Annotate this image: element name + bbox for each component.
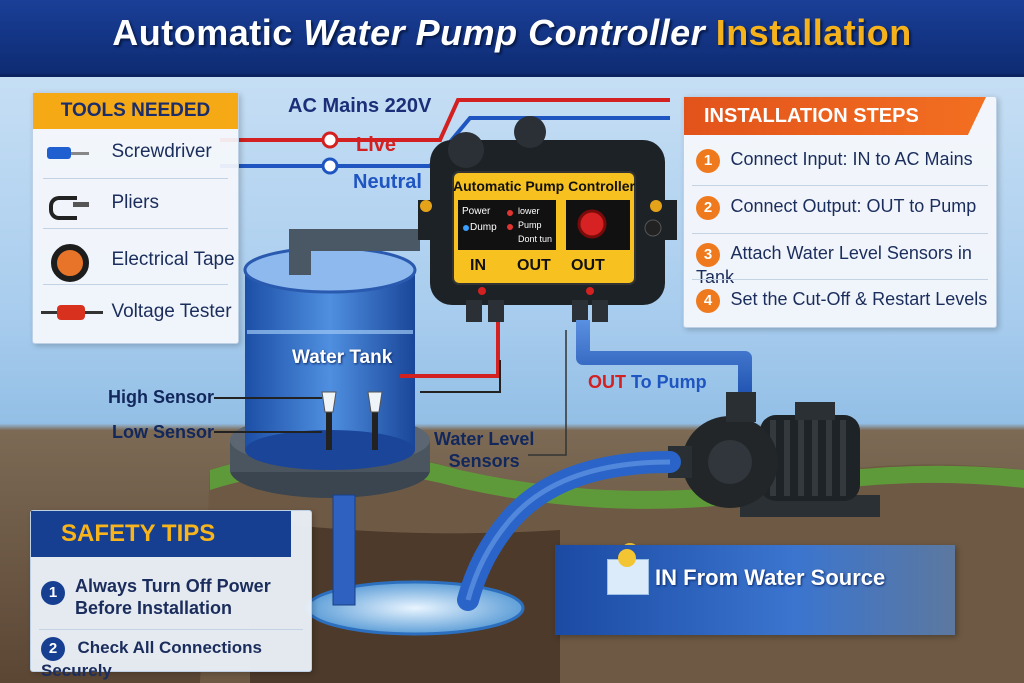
divider (43, 178, 228, 179)
tool-row-pliers: Pliers (47, 192, 159, 220)
safety-text-1-line2: Before Installation (75, 598, 233, 618)
safety-heading: SAFETY TIPS (31, 511, 291, 557)
sensors-label-line1: Water Level (434, 429, 535, 449)
step-text-1: Connect Input: IN to AC Mains (730, 149, 973, 169)
water-source-banner: IN From Water Source (555, 545, 955, 635)
step-text-2: Connect Output: OUT to Pump (730, 196, 977, 216)
in-word: IN (655, 565, 677, 590)
divider (692, 279, 988, 280)
page-title: Automatic Water Pump Controller Installa… (0, 12, 1024, 54)
tool-label-screwdriver: Screwdriver (111, 141, 212, 162)
tool-label-tape: Electrical Tape (111, 249, 235, 271)
water-drop-icon (618, 549, 636, 567)
neutral-label: Neutral (353, 171, 422, 193)
safety-text-2: Check All Connections Securely (41, 638, 262, 680)
step-number-4: 4 (696, 289, 720, 313)
divider (39, 629, 303, 630)
tank-inlet-pipe (289, 229, 420, 275)
title-banner: Automatic Water Pump Controller Installa… (0, 0, 1024, 77)
step-number-2: 2 (696, 196, 720, 220)
pliers-icon (47, 194, 89, 220)
step-row-3: 3 Attach Water Level Sensors in Tank (696, 243, 996, 288)
step-text-4: Set the Cut-Off & Restart Levels (730, 289, 988, 309)
title-part-controller: Water Pump Controller (303, 12, 706, 53)
water-source-icon (607, 559, 649, 595)
safety-text-1-line1: Always Turn Off Power (75, 576, 271, 596)
out-word: OUT (588, 372, 626, 392)
divider (43, 284, 228, 285)
live-label: Live (356, 134, 397, 156)
sensor-wire-black (420, 360, 501, 393)
low-sensor-label: Low Sensor (112, 422, 215, 442)
safety-panel: SAFETY TIPS 1 Always Turn Off Power Befo… (30, 510, 312, 680)
port-out-label-1: OUT (517, 257, 551, 274)
tool-row-tester: Voltage Tester (41, 301, 232, 323)
tool-row-screwdriver: Screwdriver (47, 141, 212, 163)
safety-number-2: 2 (41, 637, 65, 661)
to-pump-words: To Pump (631, 372, 707, 392)
controller-donttun-label: Dont tun (518, 234, 553, 244)
electrical-tape-icon (47, 244, 89, 282)
water-level-sensors-label: Water Level Sensors (434, 428, 534, 472)
title-part-installation: Installation (715, 12, 912, 53)
port-in-label: IN (470, 257, 486, 274)
controller-power-label: Power (462, 206, 491, 217)
step-number-3: 3 (696, 243, 720, 267)
step-number-1: 1 (696, 149, 720, 173)
safety-number-1: 1 (41, 581, 65, 605)
water-source-label: IN From Water Source (655, 565, 885, 591)
tool-label-pliers: Pliers (111, 192, 159, 213)
step-row-4: 4 Set the Cut-Off & Restart Levels (696, 289, 987, 313)
port-out-label-2: OUT (571, 257, 605, 274)
controller-left-labels: Power Dump (462, 204, 497, 236)
tools-panel: TOOLS NEEDED Screwdriver Pliers Electric… (32, 92, 239, 344)
safety-row-1: 1 Always Turn Off Power Before Installat… (41, 575, 271, 619)
sensors-label-line2: Sensors (448, 451, 520, 471)
title-part-automatic: Automatic (112, 12, 304, 53)
step-row-1: 1 Connect Input: IN to AC Mains (696, 149, 973, 173)
from-water-source-words: From Water Source (683, 565, 886, 590)
controller-pump-label: Pump (518, 220, 542, 230)
suction-pipe (332, 494, 356, 606)
steps-heading: INSTALLATION STEPS (684, 97, 986, 135)
divider (43, 228, 228, 229)
step-text-3: Attach Water Level Sensors in Tank (696, 243, 972, 287)
divider (692, 185, 988, 186)
controller-dump-label: Dump (470, 222, 497, 233)
safety-text-1: Always Turn Off Power Before Installatio… (75, 575, 271, 619)
controller-right-labels: lower Pump Dont tun (518, 204, 552, 246)
high-sensor-label: High Sensor (108, 387, 215, 407)
voltage-tester-icon (41, 303, 103, 323)
water-tank-label: Water Tank (292, 347, 393, 368)
out-to-pump-label: OUT To Pump (588, 372, 707, 393)
tool-label-tester: Voltage Tester (111, 301, 232, 322)
controller-lower-label: lower (518, 206, 540, 216)
safety-row-2: 2 Check All Connections Securely (41, 637, 311, 681)
tools-heading: TOOLS NEEDED (33, 93, 238, 129)
steps-panel: INSTALLATION STEPS 1 Connect Input: IN t… (683, 96, 997, 328)
controller-title: Automatic Pump Controller (453, 178, 636, 194)
divider (692, 233, 988, 234)
ac-mains-label: AC Mains 220V (288, 95, 432, 117)
step-row-2: 2 Connect Output: OUT to Pump (696, 196, 976, 220)
outlet-pipe (576, 320, 752, 400)
sensor-wire-red (400, 300, 500, 378)
screwdriver-icon (47, 143, 89, 163)
tool-row-tape: Electrical Tape (47, 244, 235, 282)
